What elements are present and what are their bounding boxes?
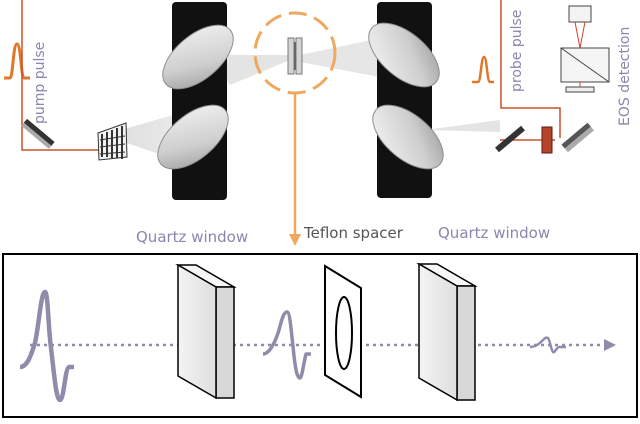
probe-beam-line	[500, 0, 561, 138]
inset-axis-arrowhead	[604, 339, 616, 351]
inset-incident-pulse	[19, 289, 74, 403]
pump-beam-line	[21, 0, 104, 151]
lens-right-top	[368, 22, 440, 88]
inset-teflon-spacer	[324, 264, 362, 399]
pump-pulse-waveform	[4, 42, 30, 80]
lens-right-bottom	[372, 104, 444, 170]
probe-mirror	[495, 125, 525, 153]
eo-crystal	[541, 126, 553, 154]
lens-left-top	[162, 24, 234, 90]
inset-quartz-slab-right	[416, 262, 478, 402]
quartz-window-label-left: Quartz window	[136, 228, 249, 246]
inset-transmitted-pulse	[262, 310, 311, 380]
lens-left-bottom	[157, 104, 229, 170]
callout-arrow	[289, 234, 301, 246]
inset-detected-pulse	[529, 336, 566, 354]
quartz-window-label-right: Quartz window	[438, 224, 551, 242]
eos-detector-icon	[560, 5, 610, 93]
probe-pulse-label: probe pulse	[509, 9, 525, 92]
pump-mirror	[21, 118, 55, 149]
inset-quartz-slab-left	[175, 263, 237, 400]
inset-panel-frame	[2, 253, 638, 418]
probe-pulse-waveform	[472, 55, 494, 84]
pump-pulse-label: pump pulse	[32, 41, 48, 124]
output-mirror	[561, 122, 594, 153]
sample-cell-icon	[287, 37, 303, 75]
teflon-spacer-label: Teflon spacer	[304, 224, 403, 242]
eos-detection-label: EOS detection	[617, 26, 633, 126]
emitter-grating-icon	[97, 122, 128, 161]
